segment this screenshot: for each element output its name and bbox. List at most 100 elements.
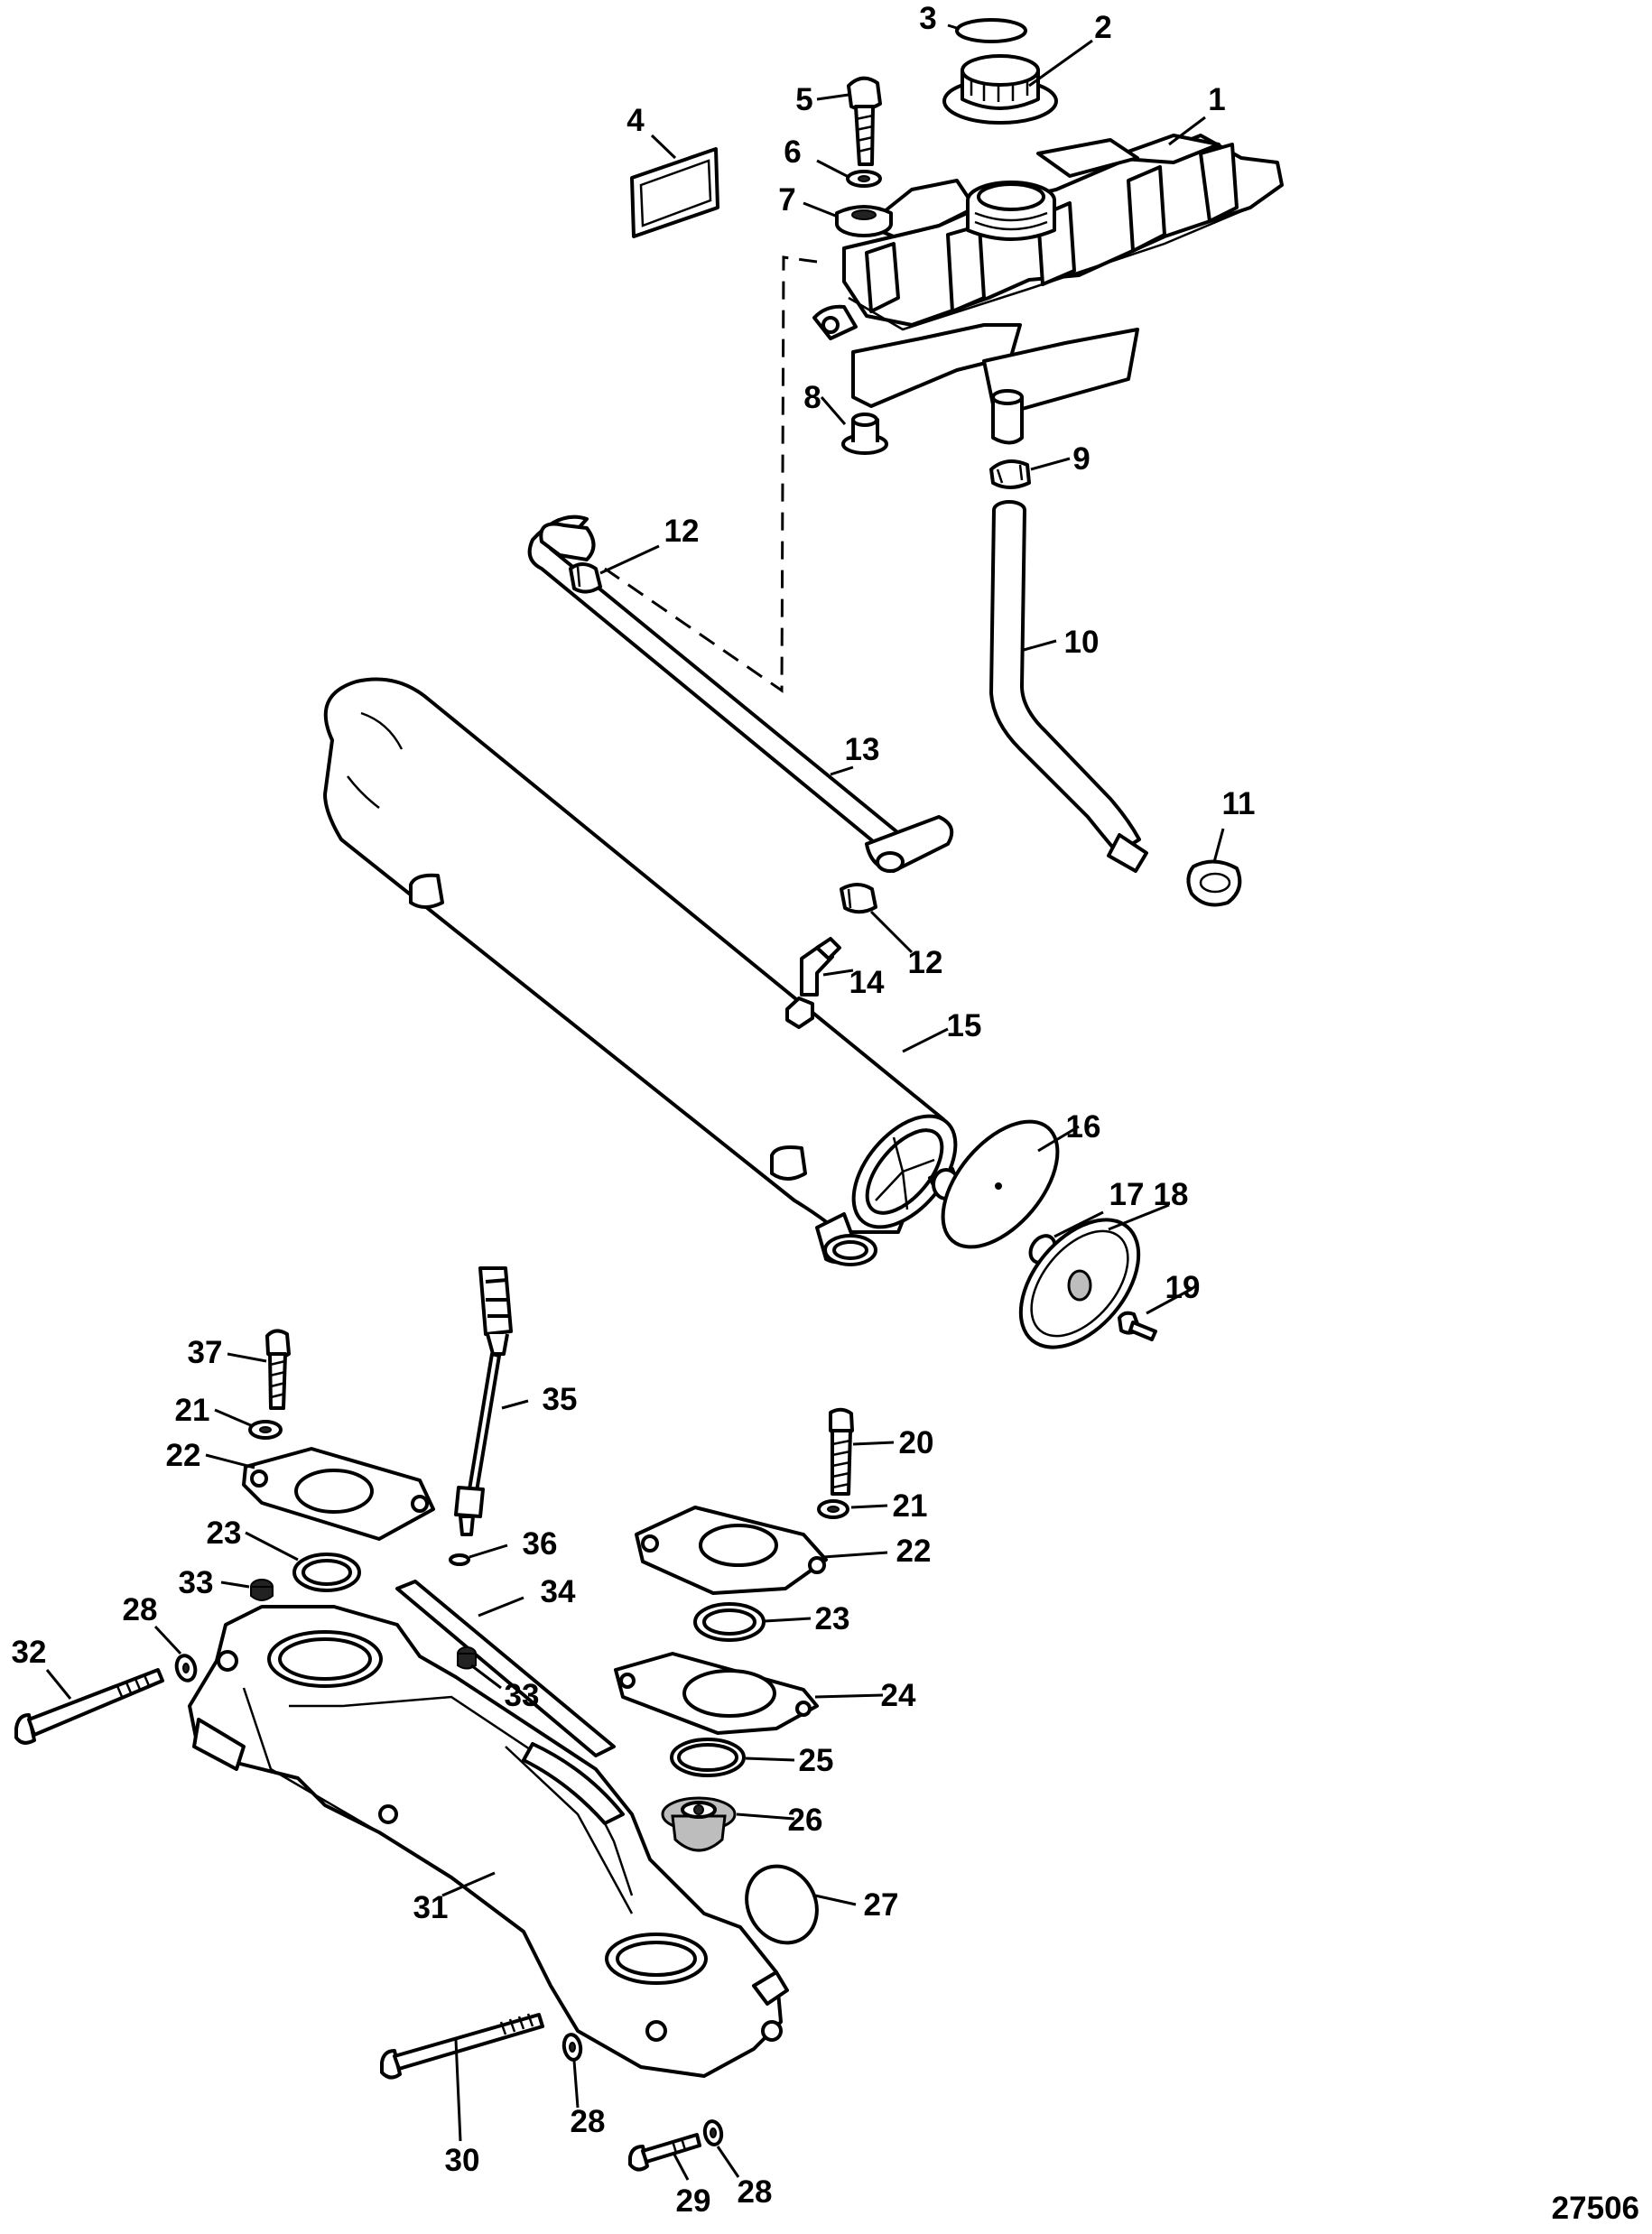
part-18-end-cap	[1018, 1218, 1141, 1349]
callout-35: 35	[543, 1382, 578, 1417]
part-37-screw	[265, 1329, 291, 1410]
callout-31: 31	[413, 1890, 449, 1925]
leader-22-right	[822, 1551, 888, 1559]
leader-10	[1023, 639, 1057, 652]
leader-37	[227, 1352, 267, 1363]
callout-29: 29	[676, 2183, 711, 2219]
callout-20: 20	[899, 1425, 934, 1460]
leader-21-left	[214, 1408, 254, 1428]
leader-28-left	[153, 1625, 182, 1655]
callout-33-center: 33	[505, 1678, 540, 1713]
leader-33-left	[220, 1580, 250, 1589]
leader-9	[1030, 457, 1071, 471]
leader-21-right	[850, 1504, 888, 1509]
part-15-heat-exchanger	[323, 677, 961, 1266]
callout-12-upper: 12	[664, 514, 700, 549]
part-9-hose-clamp	[989, 459, 1031, 489]
leader-2	[1028, 39, 1093, 88]
hose-routing-dashed-line	[604, 255, 818, 693]
callout-4: 4	[626, 103, 645, 138]
part-21-washer-left	[248, 1420, 283, 1440]
leader-16	[1037, 1125, 1080, 1153]
part-20-screw	[829, 1407, 854, 1496]
part-2-pressure-cap	[942, 54, 1058, 125]
part-13-bypass-tube	[527, 514, 954, 873]
part-34-gasket-strip	[395, 1580, 616, 1757]
leader-19	[1146, 1287, 1193, 1315]
part-33-plug-left	[250, 1579, 274, 1601]
part-28-washer-left	[174, 1654, 198, 1682]
callout-37: 37	[188, 1335, 223, 1370]
callout-8: 8	[803, 380, 821, 415]
callout-16: 16	[1066, 1109, 1101, 1145]
part-22-gasket-left	[242, 1447, 435, 1541]
leader-17	[1053, 1210, 1104, 1238]
leader-3	[947, 23, 961, 31]
callout-22-right: 22	[896, 1534, 932, 1569]
leader-28-right	[716, 2146, 740, 2178]
part-25-seal	[670, 1738, 746, 1777]
leader-18	[1108, 1203, 1170, 1231]
leader-15	[902, 1027, 949, 1053]
callout-14: 14	[849, 965, 885, 1000]
callout-11: 11	[1222, 786, 1256, 821]
part-11-hose-clamp	[1186, 859, 1242, 907]
leader-32	[45, 1669, 72, 1700]
leader-28-center	[572, 2060, 580, 2109]
callout-3: 3	[919, 1, 936, 36]
part-7-grommet	[835, 205, 893, 237]
part-32-bolt	[14, 1668, 164, 1745]
part-23-seal-left	[292, 1553, 361, 1592]
part-12-hose-clamp-upper	[569, 562, 602, 594]
part-28-washer-right	[702, 2119, 724, 2146]
callout-18: 18	[1154, 1177, 1189, 1212]
part-4-decal	[630, 147, 719, 238]
leader-34	[478, 1596, 524, 1618]
part-19-screw	[1118, 1311, 1157, 1341]
callout-26: 26	[788, 1803, 823, 1838]
part-23-seal-right	[693, 1602, 766, 1642]
leader-30	[454, 2039, 462, 2142]
leader-8	[820, 396, 847, 425]
part-8-bushing	[841, 413, 888, 455]
leader-22-left	[205, 1453, 255, 1469]
callout-1: 1	[1208, 82, 1225, 117]
callout-21-right: 21	[893, 1488, 928, 1524]
callout-7: 7	[778, 182, 795, 218]
leader-20	[852, 1441, 895, 1446]
callout-21-left: 21	[175, 1393, 210, 1428]
part-29-bolt	[628, 2133, 701, 2172]
callout-33-left: 33	[179, 1565, 214, 1600]
callout-36: 36	[523, 1526, 558, 1562]
callout-12-lower: 12	[908, 945, 943, 980]
leader-27	[814, 1894, 857, 1906]
leader-12-lower	[869, 910, 914, 954]
callout-28-left: 28	[123, 1592, 158, 1627]
part-10-coolant-hose	[989, 500, 1148, 873]
part-14-elbow-fitting	[800, 937, 841, 996]
leader-33-center	[470, 1664, 502, 1690]
callout-28-right: 28	[738, 2174, 773, 2210]
callout-30: 30	[445, 2143, 480, 2178]
leader-lines	[45, 23, 1225, 2181]
callout-25: 25	[799, 1743, 834, 1778]
leader-24	[814, 1693, 884, 1699]
part-31-thermostat-housing	[188, 1605, 789, 2078]
leader-23-right	[764, 1617, 812, 1623]
callout-17: 17	[1109, 1177, 1145, 1212]
callout-13: 13	[845, 732, 880, 767]
callout-labels: 1 2 3 4 5 6 7 8 9 10 11 12 12 13 14 15 1…	[12, 1, 1256, 2219]
part-6-washer	[846, 170, 882, 188]
leader-6	[816, 159, 849, 179]
leader-1	[1168, 116, 1206, 146]
callout-34: 34	[541, 1574, 576, 1609]
callout-6: 6	[784, 134, 801, 170]
callout-24: 24	[881, 1678, 916, 1713]
leader-31	[441, 1871, 496, 1897]
callout-5: 5	[795, 82, 812, 117]
part-36-seal-washer	[449, 1553, 470, 1566]
callout-22-left: 22	[166, 1438, 201, 1473]
callout-9: 9	[1072, 441, 1090, 477]
leader-29	[672, 2152, 690, 2181]
